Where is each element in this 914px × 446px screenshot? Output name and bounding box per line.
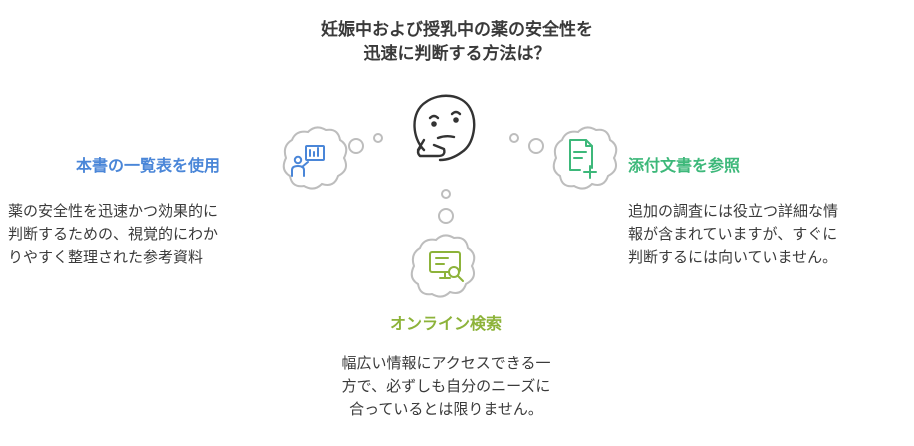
option-right-desc-line-3: 判断するには向いていません。 <box>628 248 838 266</box>
right-cloud <box>552 126 618 190</box>
option-right-desc-line-2: 報が含まれていますが、すぐに <box>628 225 838 243</box>
dot-left-large <box>348 138 364 154</box>
monitor-search-icon <box>429 251 464 282</box>
left-cloud <box>282 126 348 190</box>
dot-left-small <box>373 133 383 143</box>
option-bottom-desc-line-2: 方で、必ずしも自分のニーズに <box>341 377 551 395</box>
dot-bottom-small <box>441 189 451 199</box>
option-left-desc-line-1: 薬の安全性を迅速かつ効果的に <box>8 202 219 220</box>
option-right-desc-line-1: 追加の調査には役立つ詳細な情 <box>628 202 839 220</box>
option-left-label: 本書の一覧表を使用 <box>76 156 221 175</box>
option-bottom-desc-line-3: 合っているとは限りません。 <box>349 400 543 418</box>
option-left-description: 薬の安全性を迅速かつ効果的に 判断するための、視覚的にわか りやすく整理された参… <box>8 200 218 269</box>
bottom-cloud <box>410 234 476 298</box>
title-line-1: 妊娠中および授乳中の薬の安全性を <box>321 20 593 40</box>
page-title: 妊娠中および授乳中の薬の安全性を 迅速に判断する方法は？ <box>0 18 914 66</box>
option-bottom-desc-line-1: 幅広い情報にアクセスできる一 <box>341 354 551 372</box>
thinking-face-icon <box>413 94 476 162</box>
dot-right-large <box>528 138 544 154</box>
dot-right-small <box>509 133 519 143</box>
title-line-2: 迅速に判断する方法は？ <box>363 44 551 64</box>
option-bottom-label: オンライン検索 <box>389 314 502 333</box>
option-right-label: 添付文書を参照 <box>628 156 741 175</box>
thought-dots <box>348 133 544 224</box>
option-bottom-description: 幅広い情報にアクセスできる一 方で、必ずしも自分のニーズに 合っているとは限りま… <box>0 352 892 421</box>
option-left-desc-line-3: りやすく整理された参考資料 <box>8 248 204 266</box>
document-add-icon <box>569 139 597 179</box>
option-right-description: 追加の調査には役立つ詳細な情 報が含まれていますが、すぐに 判断するには向いてい… <box>628 200 838 269</box>
option-left-desc-line-2: 判断するための、視覚的にわか <box>8 225 219 243</box>
presenter-board-icon <box>291 145 325 177</box>
dot-bottom-large <box>438 208 454 224</box>
